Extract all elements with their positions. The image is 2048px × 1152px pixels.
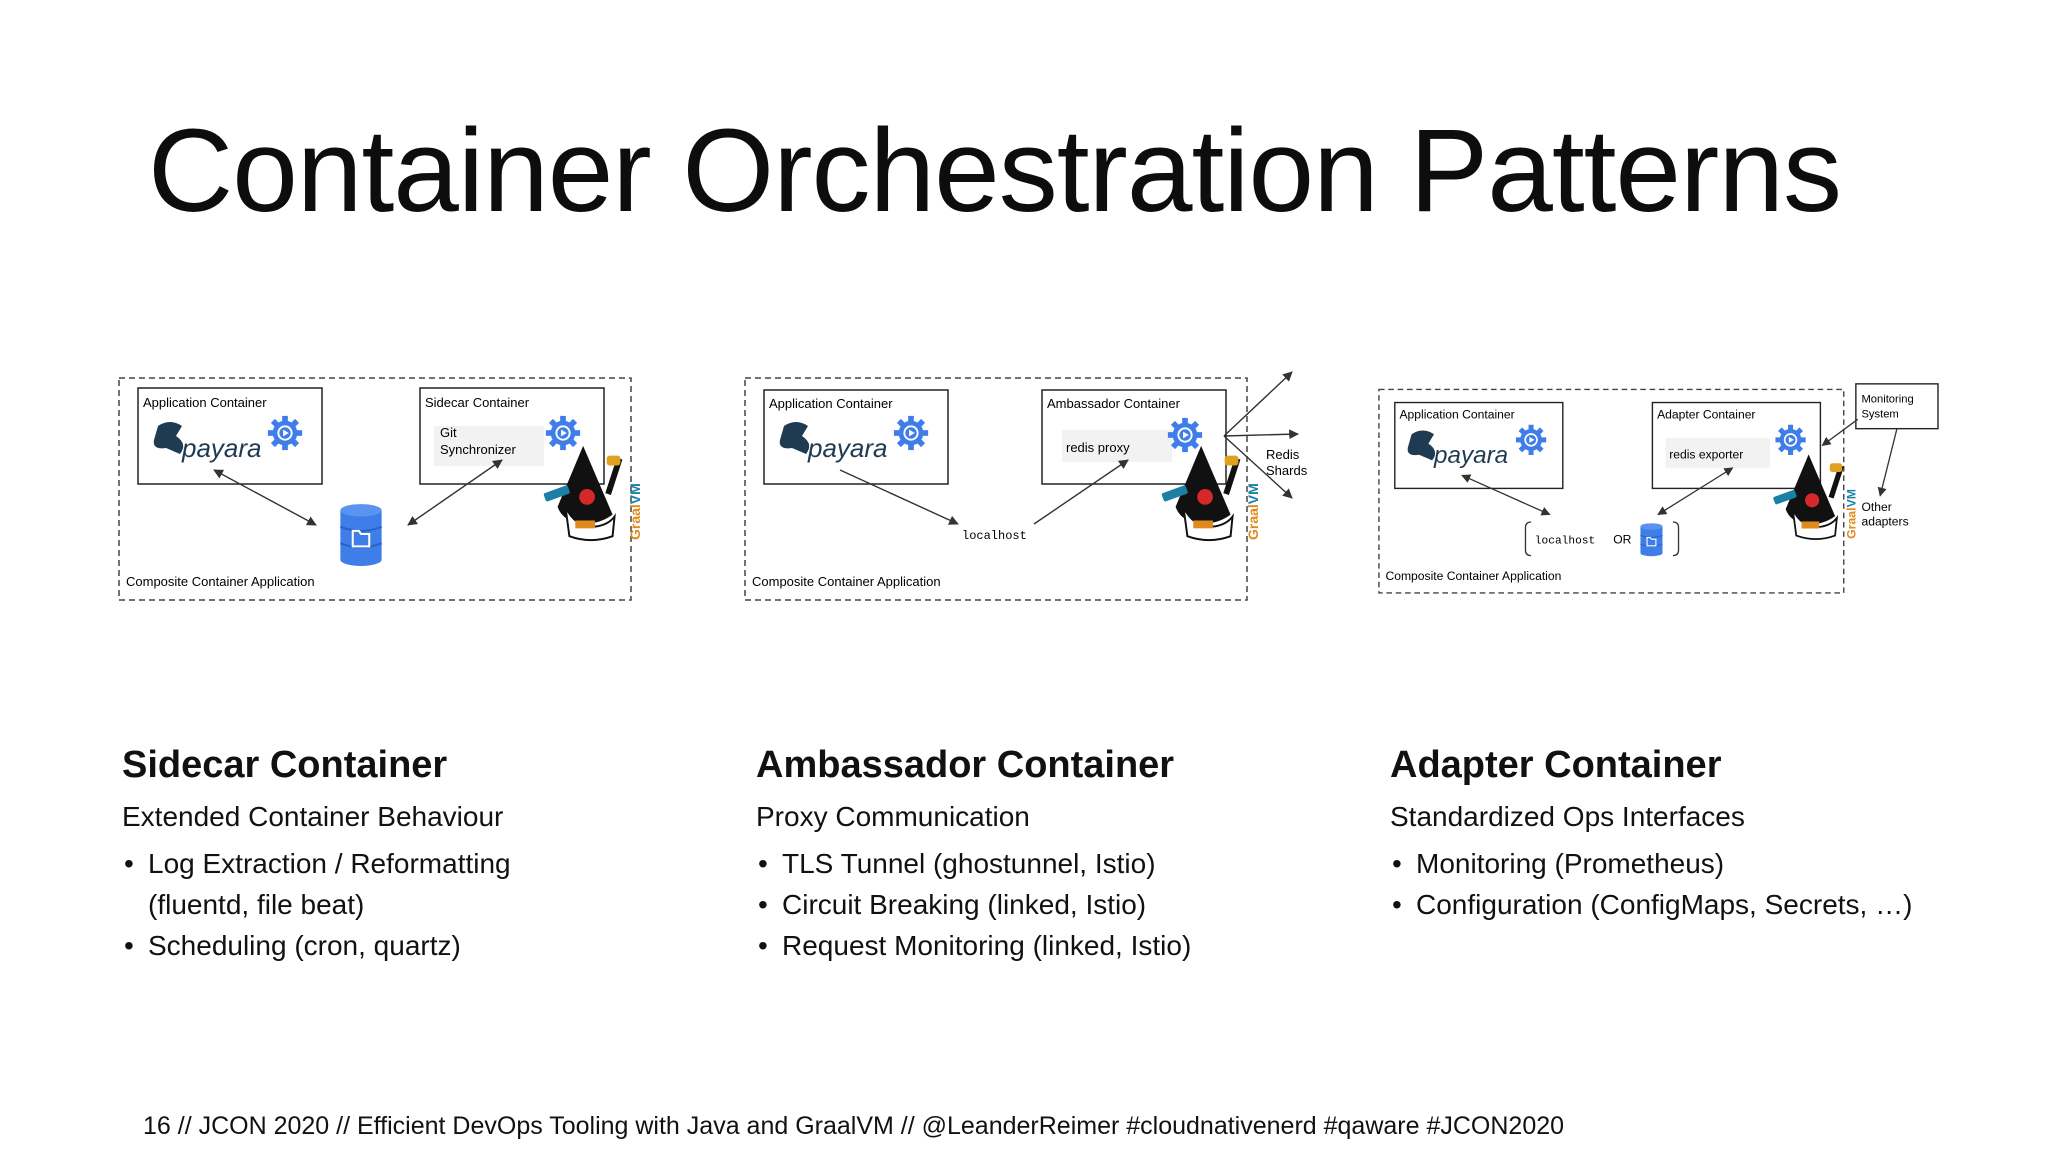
- svg-text:localhost: localhost: [962, 529, 1027, 543]
- adapter-subtitle: Standardized Ops Interfaces: [1390, 801, 1745, 832]
- ambassador-bullets: TLS Tunnel (ghostunnel, Istio) Circuit B…: [756, 843, 1316, 966]
- ambassador-diagram: Application Container payara Ambassador …: [744, 371, 1308, 614]
- svg-text:OR: OR: [1613, 532, 1631, 546]
- bullet-item: Monitoring (Prometheus): [1390, 843, 1950, 884]
- svg-text:Sidecar Container: Sidecar Container: [425, 395, 530, 410]
- ambassador-subtitle: Proxy Communication: [756, 801, 1030, 832]
- svg-text:System: System: [1861, 408, 1898, 420]
- sidecar-heading: Sidecar Container: [122, 744, 448, 786]
- adapter-bullets: Monitoring (Prometheus) Configuration (C…: [1390, 843, 1950, 925]
- svg-text:Git: Git: [440, 425, 457, 440]
- svg-text:payara: payara: [1433, 442, 1508, 469]
- adapter-column: Adapter Container Standardized Ops Inter…: [1390, 744, 1950, 925]
- slide-title: Container Orchestration Patterns: [148, 105, 1842, 237]
- slide-footer: 16 // JCON 2020 // Efficient DevOps Tool…: [143, 1112, 1565, 1140]
- svg-text:Composite Container Applicatio: Composite Container Application: [752, 574, 941, 589]
- svg-text:localhost: localhost: [1535, 535, 1595, 547]
- svg-text:Application Container: Application Container: [769, 396, 893, 411]
- bullet-item: Configuration (ConfigMaps, Secrets, …): [1390, 884, 1950, 925]
- adapter-diagram: Application Container payara Adapter Con…: [1378, 374, 1939, 614]
- svg-text:redis exporter: redis exporter: [1669, 448, 1743, 462]
- svg-text:Application Container: Application Container: [143, 395, 267, 410]
- svg-text:redis proxy: redis proxy: [1066, 440, 1130, 455]
- bullet-item: TLS Tunnel (ghostunnel, Istio): [756, 843, 1316, 884]
- sidecar-diagram: Application Container payara Sidecar Con…: [118, 374, 678, 614]
- svg-text:adapters: adapters: [1861, 515, 1908, 529]
- svg-text:payara: payara: [807, 433, 888, 463]
- ambassador-column: Ambassador Container Proxy Communication…: [756, 744, 1316, 966]
- adapter-heading: Adapter Container: [1390, 744, 1722, 786]
- svg-text:Application Container: Application Container: [1399, 407, 1514, 421]
- ambassador-heading: Ambassador Container: [756, 744, 1175, 786]
- svg-text:payara: payara: [181, 433, 262, 463]
- svg-text:Composite Container Applicatio: Composite Container Application: [1385, 569, 1561, 583]
- bullet-item: Scheduling (cron, quartz): [122, 925, 682, 966]
- bullet-item: Log Extraction / Reformatting (fluentd, …: [122, 843, 568, 925]
- svg-text:Shards: Shards: [1266, 463, 1308, 478]
- svg-text:Synchronizer: Synchronizer: [440, 442, 517, 457]
- sidecar-column: Sidecar Container Extended Container Beh…: [122, 744, 682, 966]
- svg-text:Monitoring: Monitoring: [1861, 394, 1913, 406]
- sidecar-bullets: Log Extraction / Reformatting (fluentd, …: [122, 843, 682, 966]
- svg-text:Composite Container Applicatio: Composite Container Application: [126, 574, 315, 589]
- sidecar-subtitle: Extended Container Behaviour: [122, 801, 504, 832]
- svg-text:Adapter Container: Adapter Container: [1657, 407, 1755, 421]
- svg-text:Redis: Redis: [1266, 447, 1300, 462]
- bullet-item: Circuit Breaking (linked, Istio): [756, 884, 1316, 925]
- svg-text:Other: Other: [1861, 500, 1891, 514]
- svg-text:Ambassador Container: Ambassador Container: [1047, 396, 1181, 411]
- bullet-item: Request Monitoring (linked, Istio): [756, 925, 1316, 966]
